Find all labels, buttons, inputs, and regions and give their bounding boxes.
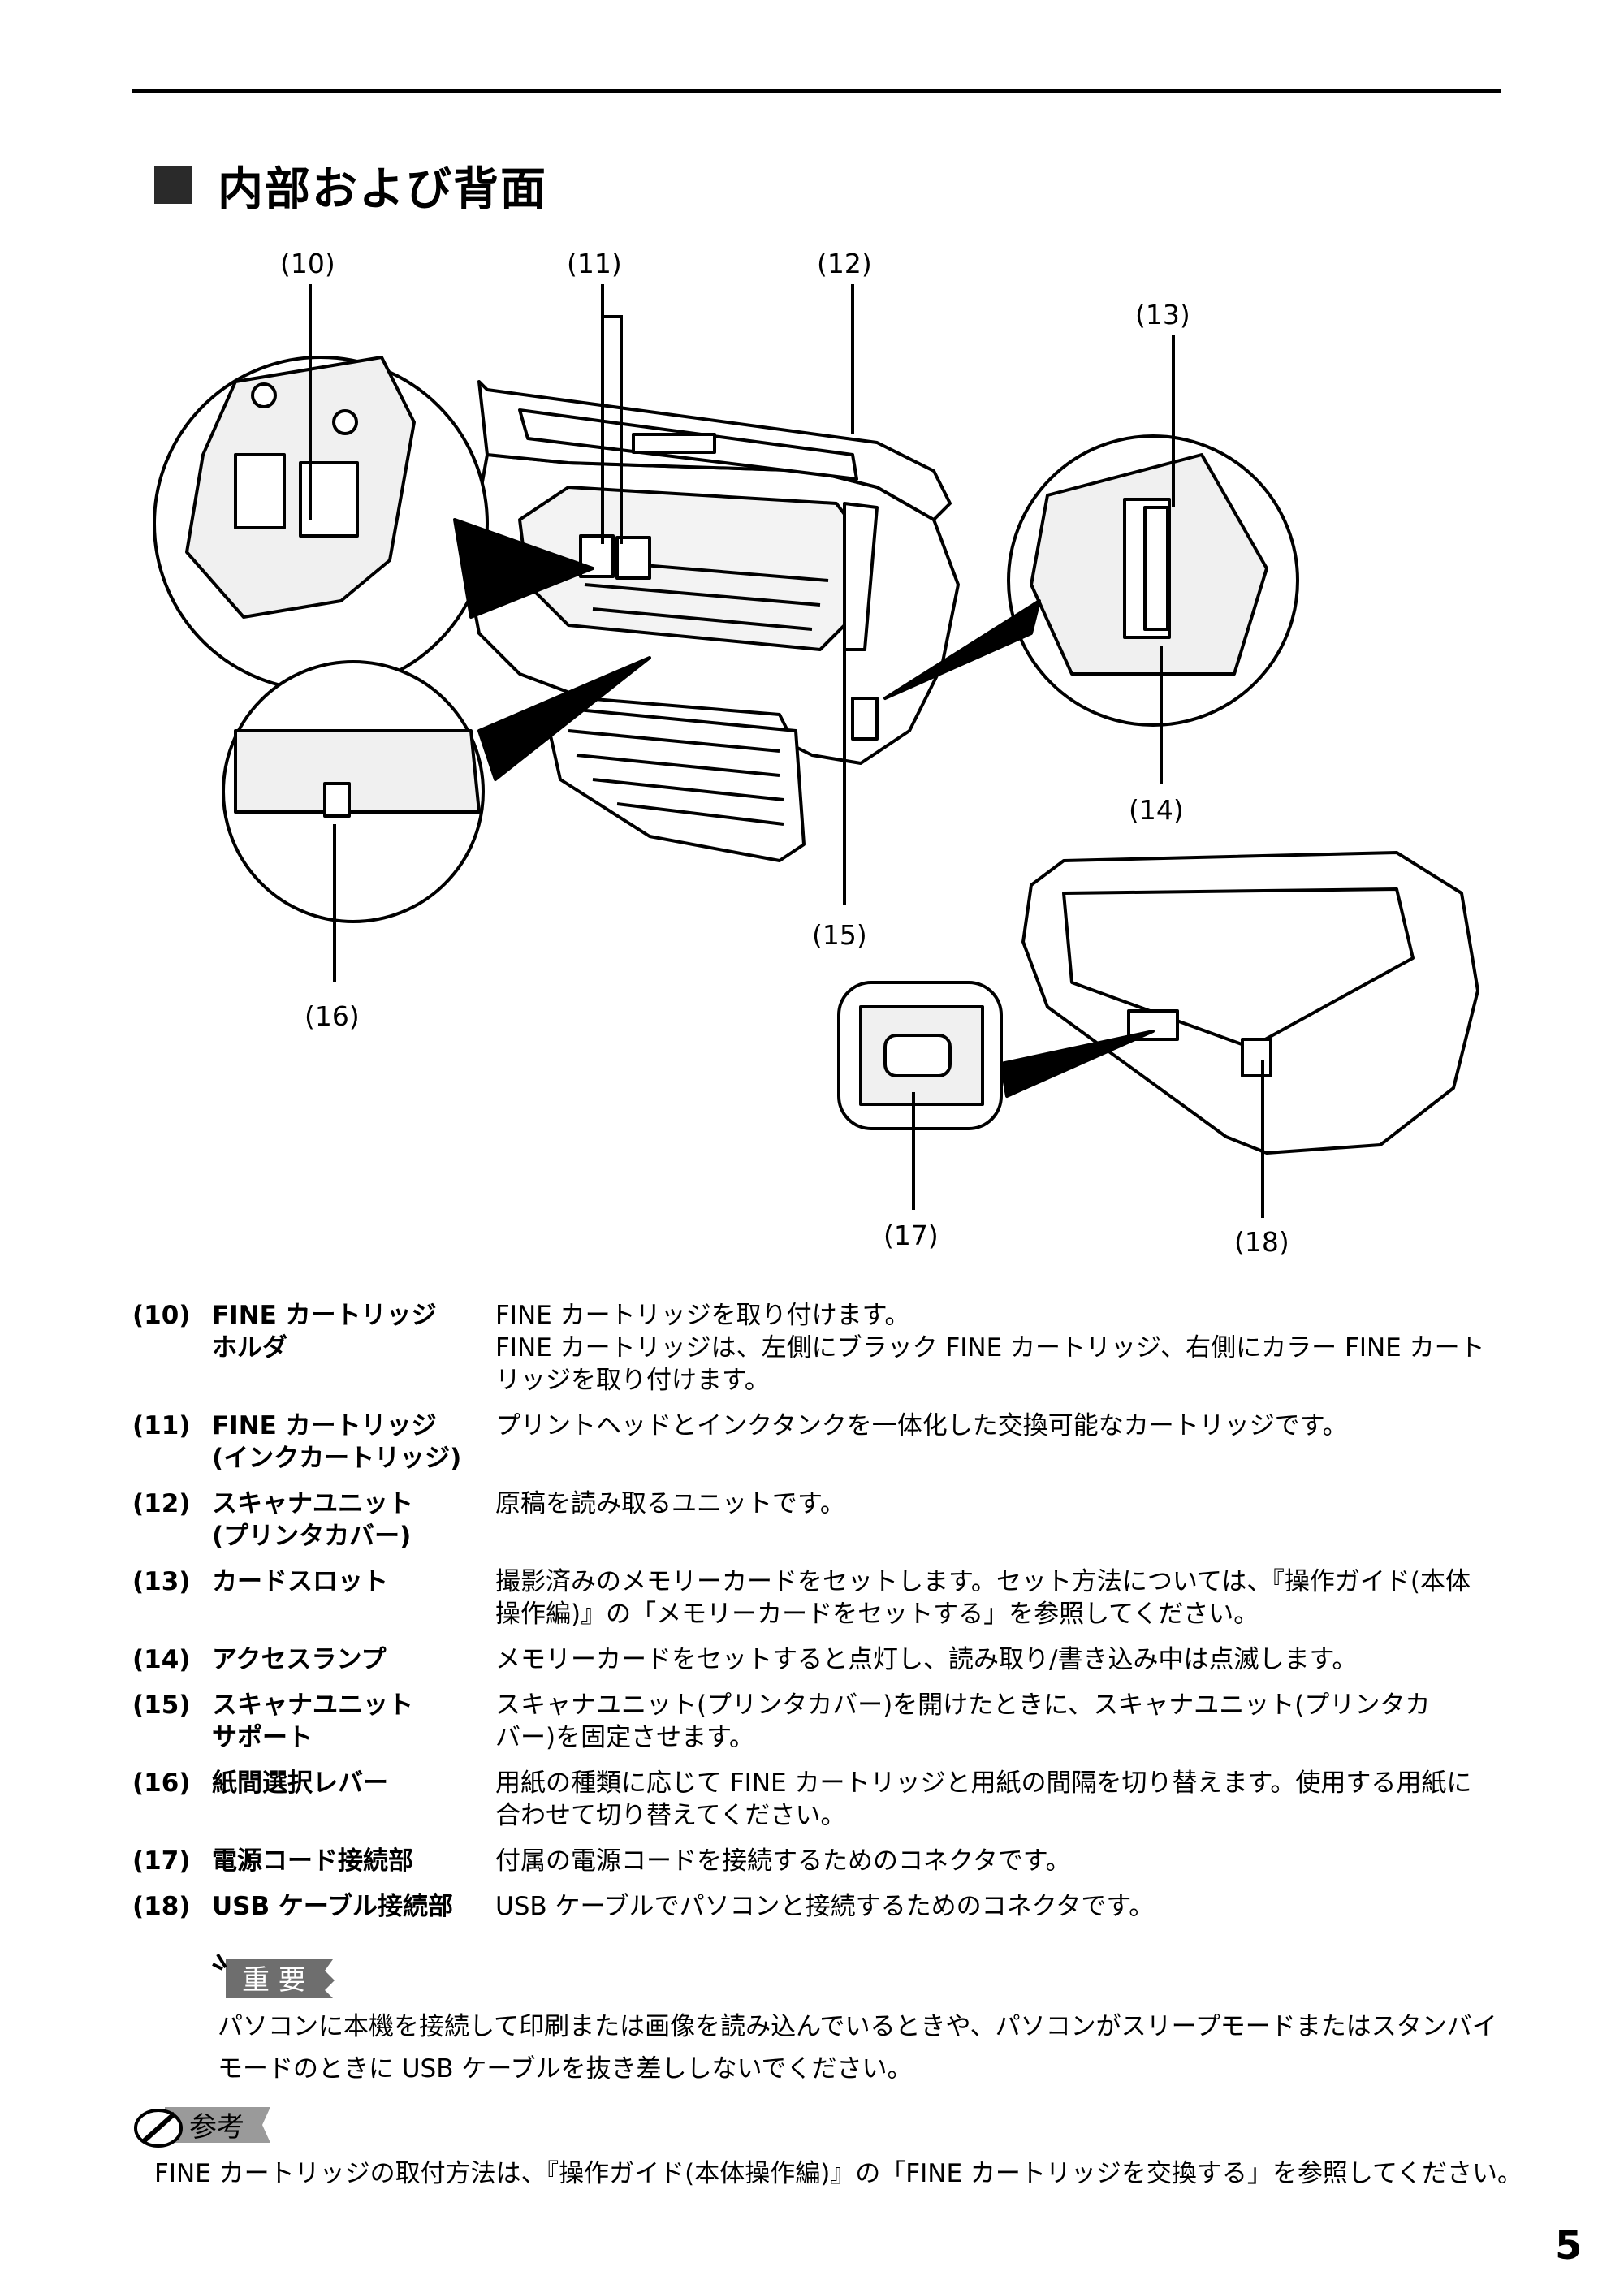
definition-number: (10): [132, 1301, 191, 1330]
definition-number: (13): [132, 1567, 191, 1596]
definition-description: メモリーカードをセットすると点灯し、読み取り/書き込み中は点滅します。: [495, 1645, 1358, 1674]
reference-pencil-icon: 参考: [134, 2107, 270, 2148]
callout-17: (17): [883, 1220, 939, 1251]
printer-illustration: [153, 284, 1479, 1218]
definition-name: 紙間選択レバー: [212, 1768, 388, 1798]
definition-description: 用紙の種類に応じて FINE カートリッジと用紙の間隔を切り替えます。使用する用…: [495, 1768, 1472, 1830]
important-badge-icon: 重 要: [212, 1953, 335, 1998]
definition-row: (11) FINE カートリッジ (インクカートリッジ) プリントヘッドとインク…: [132, 1410, 1505, 1475]
definition-description: FINE カートリッジを取り付けます。 FINE カートリッジは、左側にブラック…: [495, 1301, 1485, 1395]
definition-name: USB ケーブル接続部: [212, 1892, 454, 1921]
definition-name: 電源コード接続部: [212, 1846, 413, 1876]
definition-description: USB ケーブルでパソコンと接続するためのコネクタです。: [495, 1892, 1155, 1921]
definition-number: (17): [132, 1846, 191, 1876]
callout-12: (12): [817, 248, 872, 279]
callout-16: (16): [304, 1000, 360, 1032]
callout-10: (10): [280, 248, 335, 279]
definition-row: (12) スキャナユニット (プリンタカバー) 原稿を読み取るユニットです。: [132, 1488, 1505, 1552]
definition-name: FINE カートリッジ (インクカートリッジ): [212, 1411, 462, 1473]
callout-15: (15): [812, 919, 867, 951]
definition-row: (16) 紙間選択レバー 用紙の種類に応じて FINE カートリッジと用紙の間隔…: [132, 1767, 1505, 1832]
header-rule: [132, 89, 1501, 93]
parts-definition-list: (10) FINE カートリッジ ホルダ FINE カートリッジを取り付けます。…: [132, 1299, 1505, 1936]
definition-description: 撮影済みのメモリーカードをセットします。セット方法については、『操作ガイド(本体…: [495, 1567, 1471, 1629]
definition-description: 付属の電源コードを接続するためのコネクタです。: [495, 1846, 1071, 1876]
definition-number: (12): [132, 1489, 191, 1518]
definition-row: (14) アクセスランプ メモリーカードをセットすると点灯し、読み取り/書き込み…: [132, 1643, 1505, 1676]
definition-description: スキャナユニット(プリンタカバー)を開けたときに、スキャナユニット(プリンタカ …: [495, 1691, 1431, 1752]
callout-11: (11): [567, 248, 622, 279]
definition-row: (18) USB ケーブル接続部 USB ケーブルでパソコンと接続するためのコネ…: [132, 1890, 1505, 1923]
definition-name: FINE カートリッジ ホルダ: [212, 1301, 437, 1362]
definition-number: (15): [132, 1691, 191, 1720]
reference-label: 参考: [189, 2111, 244, 2144]
definition-row: (17) 電源コード接続部 付属の電源コードを接続するためのコネクタです。: [132, 1845, 1505, 1877]
definition-name: スキャナユニット サポート: [212, 1691, 413, 1752]
definition-number: (16): [132, 1768, 191, 1798]
definition-description: 原稿を読み取るユニットです。: [495, 1489, 845, 1518]
page-number: 5: [1555, 2223, 1583, 2269]
definition-description: プリントヘッドとインクタンクを一体化した交換可能なカートリッジです。: [495, 1411, 1348, 1440]
definition-row: (13) カードスロット 撮影済みのメモリーカードをセットします。セット方法につ…: [132, 1565, 1505, 1630]
callout-18: (18): [1234, 1226, 1289, 1258]
important-label: 重 要: [242, 1964, 306, 1997]
definition-number: (14): [132, 1645, 191, 1674]
definition-name: カードスロット: [212, 1567, 388, 1596]
section-marker-icon: [154, 166, 192, 204]
callout-14: (14): [1129, 794, 1184, 826]
definition-name: アクセスランプ: [212, 1645, 387, 1674]
definition-row: (10) FINE カートリッジ ホルダ FINE カートリッジを取り付けます。…: [132, 1299, 1505, 1397]
definition-row: (15) スキャナユニット サポート スキャナユニット(プリンタカバー)を開けた…: [132, 1689, 1505, 1754]
reference-note-text: FINE カートリッジの取付方法は、『操作ガイド(本体操作編)』の「FINE カ…: [154, 2159, 1523, 2188]
definition-number: (18): [132, 1892, 191, 1921]
important-note-text: パソコンに本機を接続して印刷または画像を読み込んでいるときや、パソコンがスリープ…: [218, 2012, 1497, 2084]
definition-name: スキャナユニット (プリンタカバー): [212, 1489, 413, 1551]
callout-13: (13): [1135, 299, 1190, 330]
section-title: 内部および背面: [218, 163, 547, 216]
definition-number: (11): [132, 1411, 191, 1440]
